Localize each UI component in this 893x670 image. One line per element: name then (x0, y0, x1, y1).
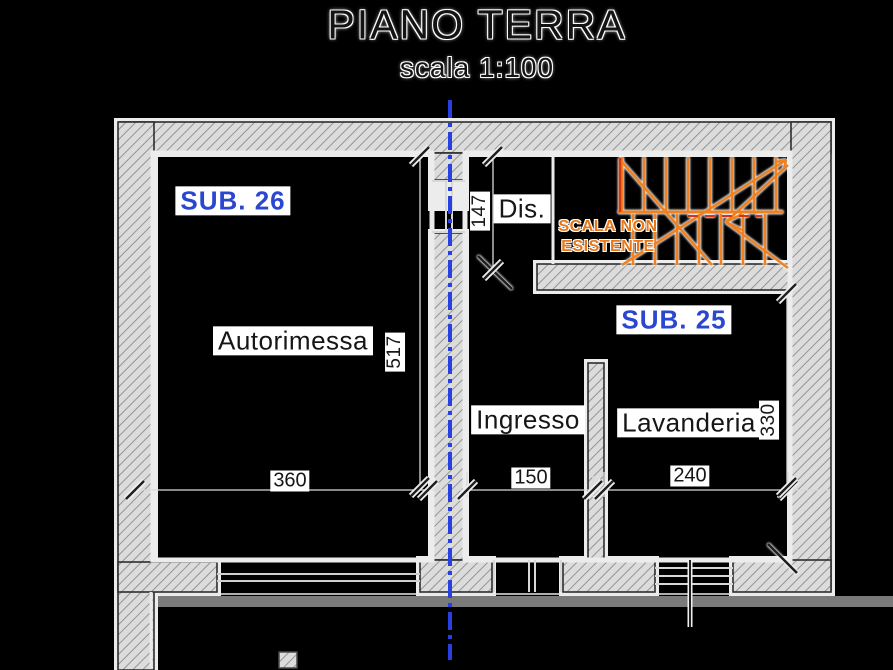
dim-label-240: 240 (670, 465, 710, 487)
right-wall (790, 121, 832, 591)
room-label-sub26: SUB. 26 (175, 186, 291, 216)
dis-door-leaf (477, 255, 513, 290)
garage-door (217, 573, 420, 582)
ingresso-exterior-door (493, 560, 562, 592)
lavanderia-exit-door-leaf (767, 543, 798, 574)
right-zone-outline (462, 150, 793, 563)
room-outlines (150, 150, 793, 563)
dim-label-150: 150 (511, 467, 551, 489)
bottom-wall-mid (562, 559, 656, 593)
top-wall (119, 121, 832, 154)
stair-demolition-diagonal-2 (621, 161, 713, 266)
dim-label-360: 360 (270, 470, 310, 492)
stair-non-existent (618, 157, 789, 270)
garage-bottom-wall (117, 561, 218, 593)
dim-label-330: 330 (758, 400, 779, 440)
exterior-steps (655, 560, 733, 627)
scala-non-line1: SCALA NON (558, 218, 658, 235)
bottom-wall-right (732, 559, 832, 593)
room-label-ingresso: Ingresso (471, 405, 585, 435)
door-leaves (477, 255, 798, 574)
partition-ingresso-lavanderia (587, 362, 605, 561)
scale-subtitle: scala 1:100 (399, 52, 555, 83)
stair-red-accents (618, 158, 762, 217)
stair-demolition-diagonal-1 (621, 158, 787, 267)
driveway-pillar (278, 651, 298, 669)
dim-label-517: 517 (384, 332, 405, 372)
garage-floor-outline (150, 150, 435, 563)
dim-label-147: 147 (469, 191, 490, 231)
room-label-autorimessa: Autorimessa (213, 326, 373, 356)
openings (217, 180, 733, 627)
room-label-sub25: SUB. 25 (616, 305, 732, 335)
understair-wall (536, 263, 791, 291)
page-title: PIANO TERRA (327, 1, 627, 48)
ground-band (158, 596, 893, 607)
bottom-wall-ingresso-left (419, 559, 493, 593)
scala-non-line2: ESISTENTE (561, 238, 655, 255)
room-label-lavanderia: Lavanderia (617, 408, 761, 438)
annotation-scala-non-esistente: SCALA NON ESISTENTE (558, 217, 657, 257)
room-label-dis: Dis. (493, 194, 551, 224)
